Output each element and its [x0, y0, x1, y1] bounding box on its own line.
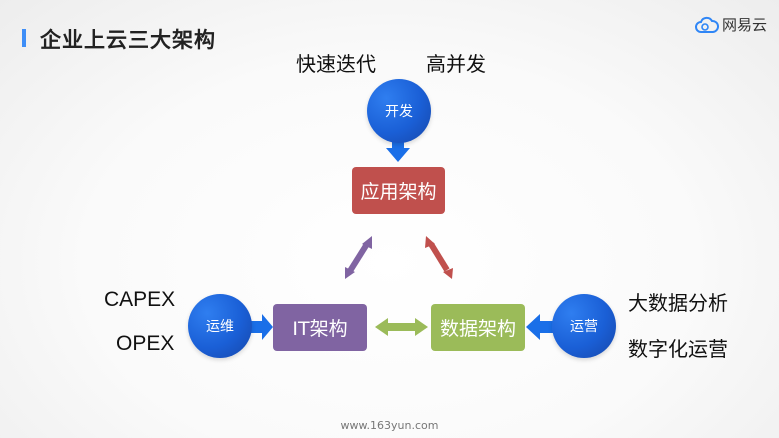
box-app-architecture: 应用架构 [352, 167, 445, 214]
box-data-architecture: 数据架构 [431, 304, 525, 351]
arrow-app-data [425, 236, 453, 279]
cloud-icon [695, 16, 719, 33]
arrow-it-data [375, 318, 428, 336]
box-it-architecture: IT架构 [273, 304, 367, 351]
title-accent-bar [22, 29, 26, 47]
label-big-data-analysis: 大数据分析 [628, 291, 728, 315]
brand-name: 网易云 [722, 16, 768, 34]
label-opex: OPEX [116, 332, 175, 355]
arrow-app-it [345, 236, 372, 279]
circle-dev: 开发 [367, 79, 431, 143]
label-capex: CAPEX [104, 288, 176, 311]
circle-ops: 运维 [188, 294, 252, 358]
brand-logo: 网易云 [695, 14, 767, 35]
footer-url: www.163yun.com [340, 419, 439, 432]
page-title: 企业上云三大架构 [40, 28, 216, 52]
label-high-concurrency: 高并发 [426, 52, 486, 76]
arrow-ops-to-it [250, 314, 273, 340]
circle-operation: 运营 [552, 294, 616, 358]
label-digital-operation: 数字化运营 [628, 337, 728, 361]
label-rapid-iteration: 快速迭代 [296, 52, 376, 76]
arrow-operation-to-data [526, 314, 554, 340]
